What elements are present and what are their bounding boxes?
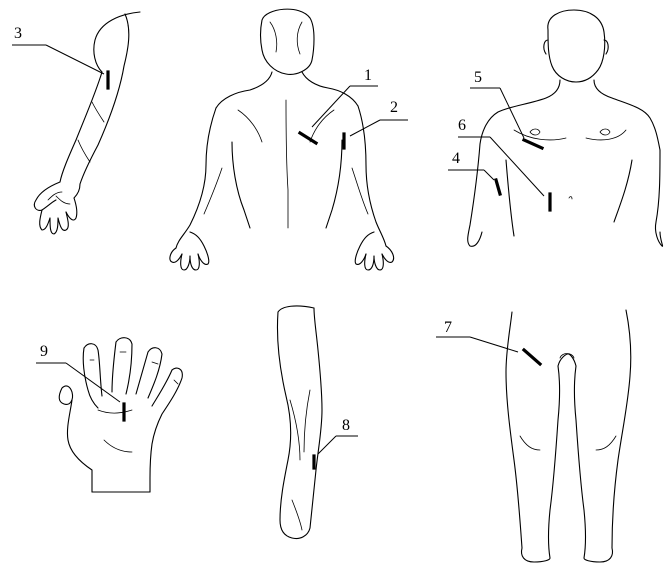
marker-label-1: 1 xyxy=(364,67,372,84)
mark-7 xyxy=(524,350,540,364)
leader-line-7b xyxy=(470,337,518,352)
hand-figure xyxy=(59,338,182,492)
marker-8: 8 xyxy=(314,417,358,468)
leader-line-8b xyxy=(318,436,336,454)
leader-line-5b xyxy=(500,88,524,138)
marker-1: 1 xyxy=(300,67,378,143)
lower-leg-figure xyxy=(277,306,322,539)
marker-label-4: 4 xyxy=(452,150,460,167)
marker-3: 3 xyxy=(12,25,108,88)
back-figure xyxy=(170,9,394,270)
leader-line-4b xyxy=(484,170,494,180)
mark-5 xyxy=(524,140,542,148)
arm-figure xyxy=(34,12,140,234)
mark-1 xyxy=(300,133,316,143)
marker-label-7: 7 xyxy=(444,319,452,336)
marker-9: 9 xyxy=(36,343,124,420)
marker-label-9: 9 xyxy=(40,343,48,360)
marker-7: 7 xyxy=(436,319,540,364)
marker-label-5: 5 xyxy=(474,69,482,86)
leader-line-2 xyxy=(350,120,380,136)
marker-label-6: 6 xyxy=(458,117,466,134)
marker-4: 4 xyxy=(448,150,500,194)
marker-6: 6 xyxy=(458,117,550,210)
marker-2: 2 xyxy=(344,99,408,148)
legs-front-figure xyxy=(506,310,631,562)
marker-label-2: 2 xyxy=(390,99,398,116)
marker-label-8: 8 xyxy=(342,417,350,434)
torso-front-figure xyxy=(468,10,663,246)
leader-line-1 xyxy=(312,86,350,127)
marker-label-3: 3 xyxy=(14,25,22,42)
mark-4 xyxy=(496,180,500,194)
